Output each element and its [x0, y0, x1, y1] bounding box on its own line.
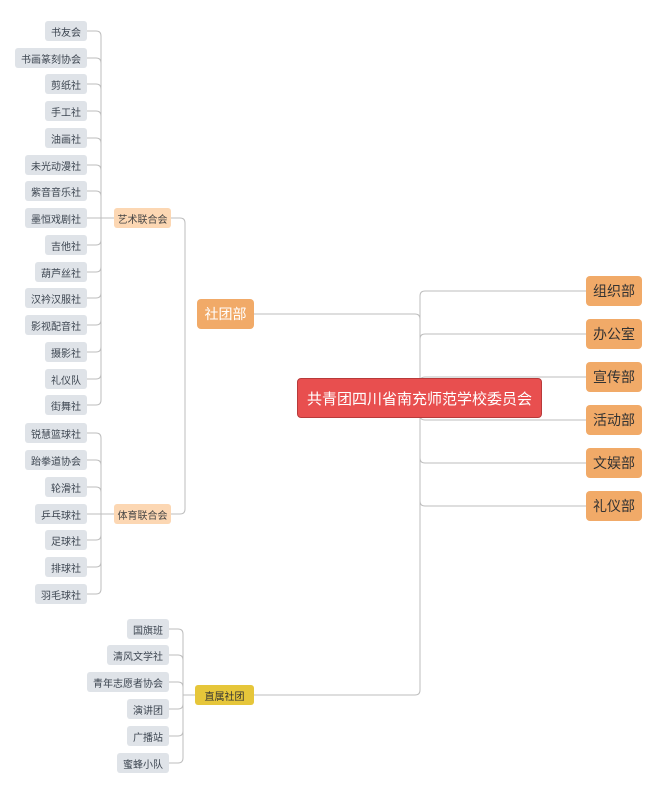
dept-publicity[interactable]: 宣传部 — [586, 362, 642, 392]
connector-line — [87, 218, 102, 380]
club-node[interactable]: 汉衿汉服社 — [25, 288, 87, 308]
club-node[interactable]: 乒乓球社 — [35, 504, 87, 524]
connector-line — [169, 681, 184, 695]
club-node[interactable]: 国旗班 — [127, 619, 169, 639]
connector-line — [169, 654, 184, 695]
club-node[interactable]: 排球社 — [45, 557, 87, 577]
connector-line — [87, 57, 102, 218]
connector-line — [171, 217, 186, 314]
dept-activities[interactable]: 活动部 — [586, 405, 642, 435]
club-node[interactable]: 未光动漫社 — [25, 155, 87, 175]
connector-line — [87, 459, 102, 514]
club-node[interactable]: 锐慧篮球社 — [25, 423, 87, 443]
connector-line — [87, 137, 102, 218]
club-node[interactable]: 足球社 — [45, 530, 87, 550]
club-node[interactable]: 广播站 — [127, 726, 169, 746]
connector-line — [169, 628, 184, 695]
dept-entertainment[interactable]: 文娱部 — [586, 448, 642, 478]
club-node[interactable]: 清风文学社 — [107, 645, 169, 665]
connector-line — [87, 190, 102, 218]
connector-line — [87, 83, 102, 218]
connector-line — [254, 398, 421, 696]
club-node[interactable]: 葫芦丝社 — [35, 262, 87, 282]
club-node[interactable]: 跆拳道协会 — [25, 450, 87, 470]
dept-office[interactable]: 办公室 — [586, 319, 642, 349]
club-node[interactable]: 墨恒戏剧社 — [25, 208, 87, 228]
club-node[interactable]: 油画社 — [45, 128, 87, 148]
club-node[interactable]: 摄影社 — [45, 342, 87, 362]
connector-line — [87, 164, 102, 218]
connector-line — [169, 695, 184, 764]
group-arts-federation[interactable]: 艺术联合会 — [114, 208, 171, 228]
group-sports-federation[interactable]: 体育联合会 — [114, 504, 171, 524]
group-direct-clubs[interactable]: 直属社团 — [195, 685, 254, 705]
club-node[interactable]: 蜜蜂小队 — [117, 753, 169, 773]
connector-line — [169, 695, 184, 710]
club-node[interactable]: 轮滑社 — [45, 477, 87, 497]
connector-line — [87, 514, 102, 541]
dept-organization[interactable]: 组织部 — [586, 276, 642, 306]
connector-line — [87, 218, 102, 326]
club-node[interactable]: 手工社 — [45, 101, 87, 121]
connector-line — [87, 514, 102, 595]
connector-line — [171, 314, 186, 515]
club-department-node[interactable]: 社团部 — [197, 299, 254, 329]
club-node[interactable]: 街舞社 — [45, 395, 87, 415]
club-node[interactable]: 青年志愿者协会 — [87, 672, 169, 692]
connector-line — [87, 110, 102, 218]
connector-line — [87, 218, 102, 353]
root-node[interactable]: 共青团四川省南充师范学校委员会 — [297, 378, 542, 418]
connector-line — [87, 486, 102, 514]
connector-line — [87, 30, 102, 218]
connector-line — [87, 218, 102, 299]
connector-line — [87, 514, 102, 568]
club-node[interactable]: 羽毛球社 — [35, 584, 87, 604]
connector-line — [87, 218, 102, 406]
club-node[interactable]: 书友会 — [45, 21, 87, 41]
club-node[interactable]: 紫音音乐社 — [25, 181, 87, 201]
connector-line — [169, 695, 184, 737]
club-node[interactable]: 礼仪队 — [45, 369, 87, 389]
connector-line — [87, 218, 102, 246]
club-node[interactable]: 书画篆刻协会 — [15, 48, 87, 68]
connector-line — [87, 218, 102, 273]
club-node[interactable]: 吉他社 — [45, 235, 87, 255]
dept-etiquette[interactable]: 礼仪部 — [586, 491, 642, 521]
club-node[interactable]: 影视配音社 — [25, 315, 87, 335]
club-node[interactable]: 演讲团 — [127, 699, 169, 719]
connector-line — [87, 432, 102, 514]
club-node[interactable]: 剪纸社 — [45, 74, 87, 94]
